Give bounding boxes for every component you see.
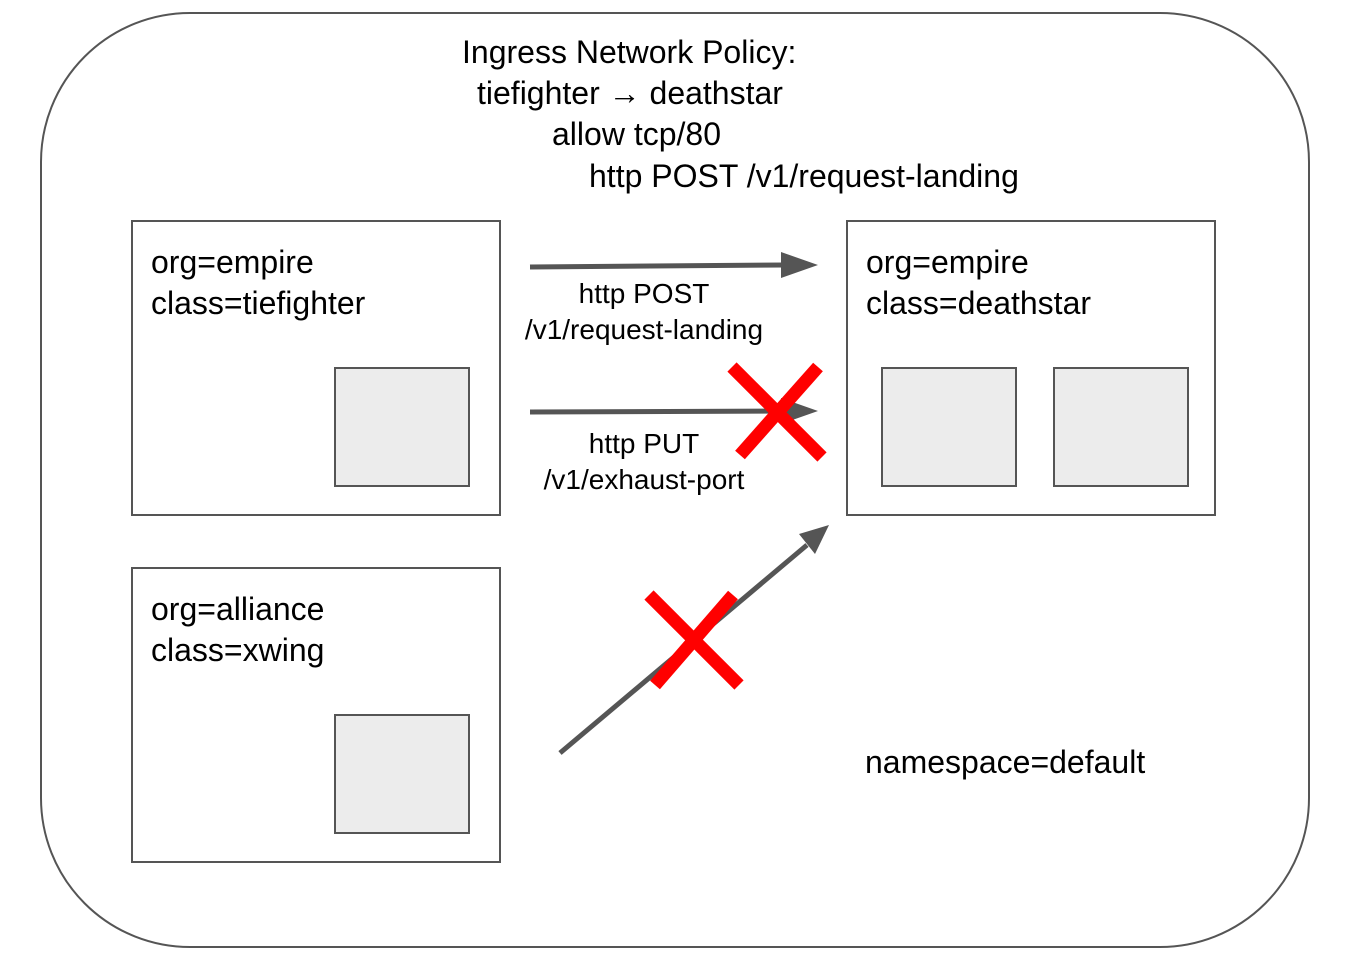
tiefighter-org-label: org=empire — [151, 244, 314, 280]
endpoint-deathstar-labels: org=empire class=deathstar — [866, 242, 1091, 324]
endpoint-deathstar: org=empire class=deathstar — [846, 220, 1216, 516]
deathstar-pod-1 — [881, 367, 1017, 487]
endpoint-tiefighter-labels: org=empire class=tiefighter — [151, 242, 365, 324]
xwing-pod — [334, 714, 470, 834]
flow-post-path: /v1/request-landing — [524, 314, 764, 345]
endpoint-xwing-labels: org=alliance class=xwing — [151, 589, 324, 671]
policy-title: Ingress Network Policy: — [462, 34, 797, 70]
deathstar-org-label: org=empire — [866, 244, 1029, 280]
flow-post-method: http POST — [578, 278, 710, 309]
flow-put-path: /v1/exhaust-port — [543, 464, 745, 495]
namespace-boundary — [40, 12, 1310, 948]
policy-direction: tiefighter → deathstar — [477, 75, 783, 111]
flow-post-label: http POST /v1/request-landing — [504, 276, 784, 348]
policy-port-rule: allow tcp/80 — [552, 116, 721, 152]
xwing-org-label: org=alliance — [151, 591, 325, 627]
xwing-class-label: class=xwing — [151, 632, 325, 668]
deathstar-pod-2 — [1053, 367, 1189, 487]
tiefighter-class-label: class=tiefighter — [151, 285, 366, 321]
flow-put-label: http PUT /v1/exhaust-port — [504, 426, 784, 498]
flow-put-method: http PUT — [588, 428, 700, 459]
policy-http-rule: http POST /v1/request-landing — [589, 158, 1019, 194]
tiefighter-pod — [334, 367, 470, 487]
deathstar-class-label: class=deathstar — [866, 285, 1092, 321]
namespace-label: namespace=default — [865, 744, 1146, 780]
endpoint-tiefighter: org=empire class=tiefighter — [131, 220, 501, 516]
endpoint-xwing: org=alliance class=xwing — [131, 567, 501, 863]
